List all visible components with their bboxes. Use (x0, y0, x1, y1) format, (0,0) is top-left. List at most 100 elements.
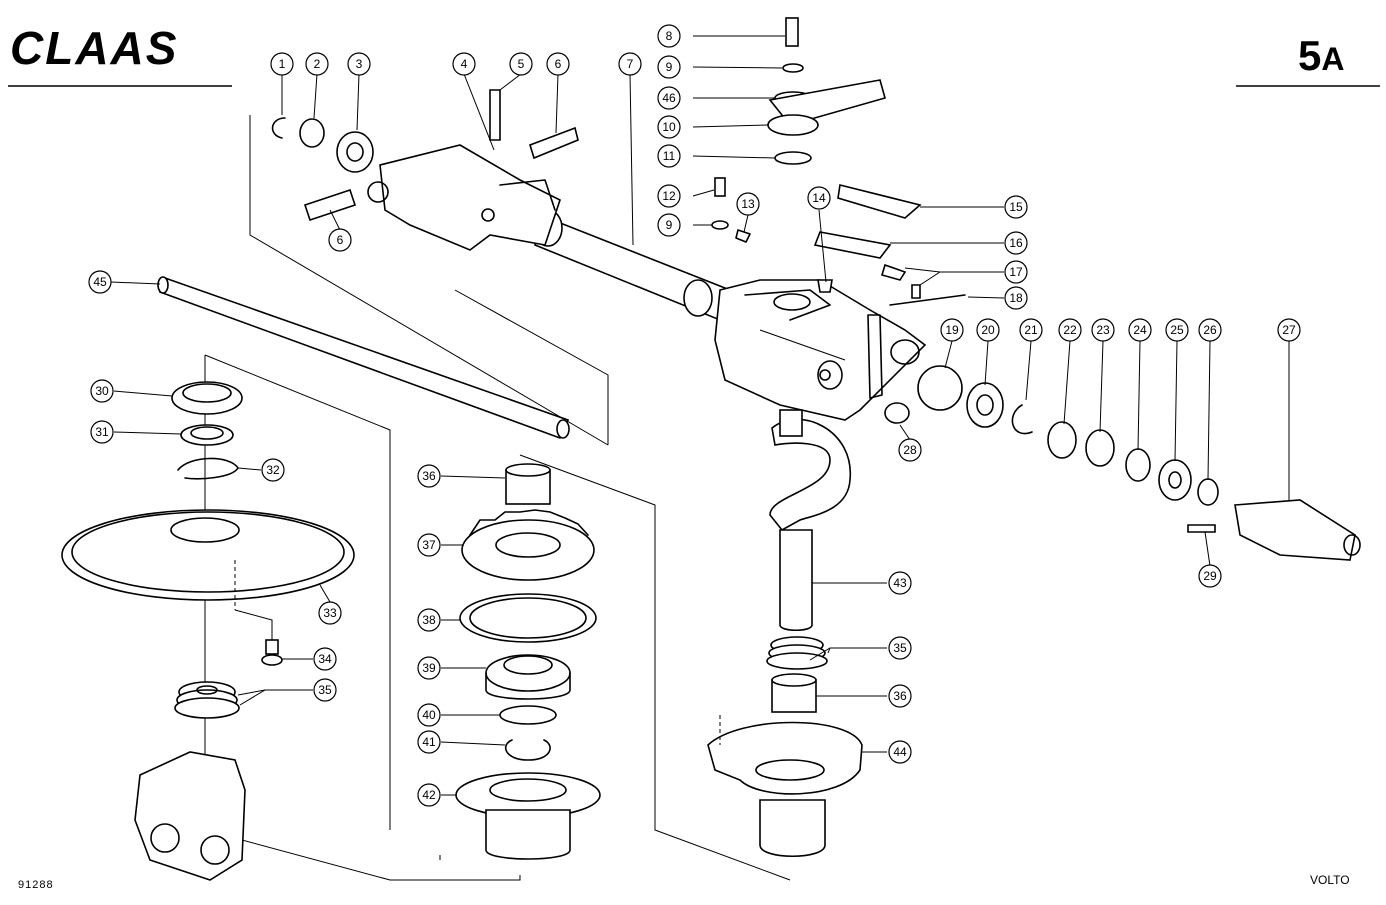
callout-circle (1004, 195, 1028, 219)
callout-c23[interactable]: 23 (1091, 318, 1115, 342)
callout-c6b[interactable]: 6 (328, 228, 352, 252)
callout-circle (417, 656, 441, 680)
callout-c22[interactable]: 22 (1058, 318, 1082, 342)
callout-c24[interactable]: 24 (1128, 318, 1152, 342)
callout-c36a[interactable]: 36 (417, 464, 441, 488)
callout-label: 9 (666, 60, 673, 74)
callout-c1[interactable]: 1 (270, 52, 294, 76)
callout-label: 14 (812, 191, 826, 205)
callout-label: 6 (337, 233, 344, 247)
callout-label: 34 (318, 652, 332, 666)
callout-c10[interactable]: 10 (657, 115, 681, 139)
callout-c35a[interactable]: 35 (313, 678, 337, 702)
callout-c7[interactable]: 7 (618, 52, 642, 76)
callout-circle (417, 783, 441, 807)
callout-circle (657, 144, 681, 168)
callout-c31[interactable]: 31 (90, 420, 114, 444)
callout-circle (888, 636, 912, 660)
callout-c5[interactable]: 5 (509, 52, 533, 76)
callout-circle (318, 601, 342, 625)
callout-label: 26 (1203, 323, 1217, 337)
center-gear-assembly (455, 463, 601, 860)
callout-label: 24 (1133, 323, 1147, 337)
callout-circle (90, 420, 114, 444)
left-lower-assembly (61, 381, 355, 881)
callout-c42[interactable]: 42 (417, 783, 441, 807)
callout-circle (657, 213, 681, 237)
callout-c11[interactable]: 11 (657, 144, 681, 168)
callout-circle (940, 318, 964, 342)
callout-circle (1091, 318, 1115, 342)
callout-c20[interactable]: 20 (976, 318, 1000, 342)
callout-circle (888, 571, 912, 595)
upper-small-parts (271, 89, 579, 222)
drive-shaft-45 (157, 276, 570, 440)
callout-c6a[interactable]: 6 (546, 52, 570, 76)
callout-c12[interactable]: 12 (657, 184, 681, 208)
callout-c43[interactable]: 43 (888, 571, 912, 595)
callout-c13[interactable]: 13 (736, 192, 760, 216)
callout-c18[interactable]: 18 (1004, 286, 1028, 310)
callout-circle (736, 192, 760, 216)
callout-c41[interactable]: 41 (417, 730, 441, 754)
callout-c9a[interactable]: 9 (657, 55, 681, 79)
callout-c39[interactable]: 39 (417, 656, 441, 680)
callout-c45[interactable]: 45 (88, 270, 112, 294)
callout-c36b[interactable]: 36 (888, 684, 912, 708)
callout-circle (88, 270, 112, 294)
callout-circle (657, 184, 681, 208)
brand-logo: CLAAS (10, 22, 178, 74)
callout-circle (347, 52, 371, 76)
input-shaft-parts (884, 365, 1361, 561)
callout-c9b[interactable]: 9 (657, 213, 681, 237)
callout-c4[interactable]: 4 (452, 52, 476, 76)
callout-c34[interactable]: 34 (313, 647, 337, 671)
callout-label: 40 (422, 708, 436, 722)
callout-label: 29 (1203, 569, 1217, 583)
callout-label: 43 (893, 576, 907, 590)
callout-circle (888, 684, 912, 708)
callout-label: 27 (1282, 323, 1296, 337)
callout-c25[interactable]: 25 (1165, 318, 1189, 342)
callout-label: 23 (1096, 323, 1110, 337)
callout-c32[interactable]: 32 (261, 458, 285, 482)
callout-c2[interactable]: 2 (305, 52, 329, 76)
callout-c16[interactable]: 16 (1004, 231, 1028, 255)
callout-c3[interactable]: 3 (347, 52, 371, 76)
callout-label: 44 (893, 745, 907, 759)
callout-circle (417, 730, 441, 754)
callout-c44[interactable]: 44 (888, 740, 912, 764)
callout-circle (90, 379, 114, 403)
callout-c21[interactable]: 21 (1019, 318, 1043, 342)
callout-c28[interactable]: 28 (898, 438, 922, 462)
callout-c8[interactable]: 8 (657, 24, 681, 48)
callout-label: 5 (518, 57, 525, 71)
callout-c26[interactable]: 26 (1198, 318, 1222, 342)
callout-label: 2 (314, 57, 321, 71)
callout-c46[interactable]: 46 (657, 86, 681, 110)
callout-c29[interactable]: 29 (1198, 564, 1222, 588)
callout-circle (807, 186, 831, 210)
callout-circle (657, 86, 681, 110)
callout-c27[interactable]: 27 (1277, 318, 1301, 342)
callout-c35b[interactable]: 35 (888, 636, 912, 660)
callout-c15[interactable]: 15 (1004, 195, 1028, 219)
callout-c38[interactable]: 38 (417, 608, 441, 632)
callout-label: 31 (95, 425, 109, 439)
callout-c33[interactable]: 33 (318, 601, 342, 625)
callout-circle (1058, 318, 1082, 342)
callout-c37[interactable]: 37 (417, 533, 441, 557)
callout-c30[interactable]: 30 (90, 379, 114, 403)
callout-circle (313, 647, 337, 671)
callout-circle (305, 52, 329, 76)
callout-label: 36 (893, 689, 907, 703)
callout-label: 18 (1009, 291, 1023, 305)
callout-c14[interactable]: 14 (807, 186, 831, 210)
callout-circle (657, 24, 681, 48)
callout-c40[interactable]: 40 (417, 703, 441, 727)
callout-c19[interactable]: 19 (940, 318, 964, 342)
callout-c17[interactable]: 17 (1004, 260, 1028, 284)
callout-circle (1165, 318, 1189, 342)
bevel-shaft-assembly (707, 409, 863, 858)
